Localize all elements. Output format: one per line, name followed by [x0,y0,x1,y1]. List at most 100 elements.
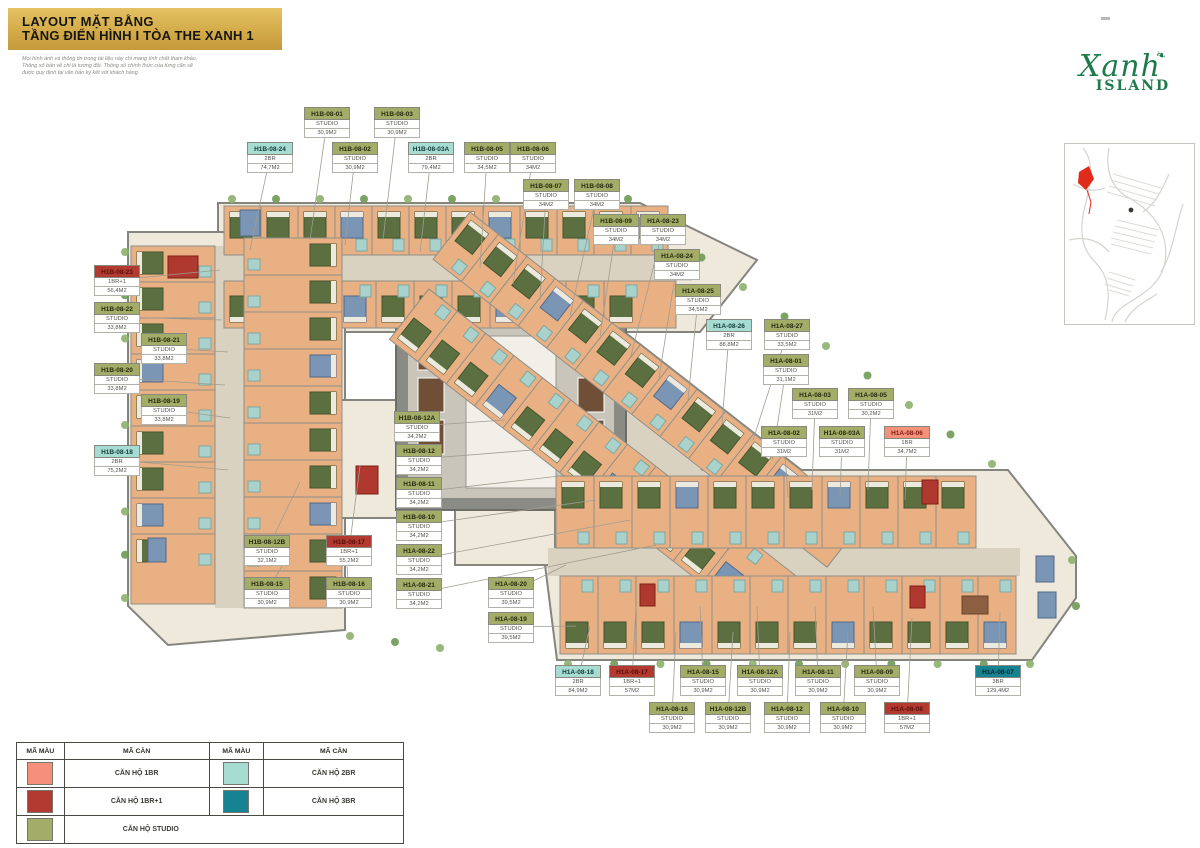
unit-code: H1A-08-26 [706,319,752,332]
unit-type: STUDIO [764,715,810,724]
unit-area: 34,2M2 [396,600,442,609]
unit-area: 31M2 [819,448,865,457]
unit-type: STUDIO [654,262,700,271]
legend-swatch-studio [27,818,54,841]
unit-code: H1A-08-03A [819,426,865,439]
unit-area: 30,9M2 [764,724,810,733]
location-map-graphic [1068,147,1184,323]
corner-mark [1101,17,1110,20]
unit-code: H1A-08-09 [854,665,900,678]
unit-type: STUDIO [819,439,865,448]
unit-type: 1BR+1 [609,678,655,687]
unit-code: H1A-08-20 [488,577,534,590]
legend-label-1br: CĂN HỘ 1BR [63,759,210,788]
unit-type: STUDIO [326,590,372,599]
unit-area: 33,8M2 [141,355,187,364]
unit-area: 75,2M2 [94,467,140,476]
unit-code: H1B-08-08 [574,179,620,192]
title-block: LAYOUT MẶT BẰNG TẦNG ĐIỂN HÌNH I TÒA THE… [8,8,282,50]
unit-code: H1B-08-23 [94,265,140,278]
unit-area: 30,9M2 [332,164,378,173]
unit-code: H1B-08-05 [464,142,510,155]
unit-code: H1A-08-24 [654,249,700,262]
page-title-line1: LAYOUT MẶT BẰNG [22,14,154,29]
unit-type: STUDIO [396,457,442,466]
unit-code: H1A-08-23 [640,214,686,227]
legend-label-1br1: CĂN HỘ 1BR+1 [63,787,210,816]
unit-area: 30,9M2 [374,129,420,138]
unit-code: H1A-08-12A [737,665,783,678]
unit-type: 2BR [706,332,752,341]
unit-type: STUDIO [396,523,442,532]
unit-area: 88,8M2 [706,341,752,350]
unit-area: 34M2 [640,236,686,245]
unit-area: 34M2 [523,201,569,210]
unit-type: 2BR [94,458,140,467]
unit-area: 55,2M2 [326,557,372,566]
unit-type: STUDIO [510,155,556,164]
unit-type: STUDIO [680,678,726,687]
unit-code: H1A-08-08 [884,702,930,715]
unit-type: STUDIO [848,401,894,410]
unit-area: 34,2M2 [396,499,442,508]
legend-swatch-3br [223,790,250,813]
legend-swatch-1br [27,762,54,785]
unit-area: 31M2 [792,410,838,419]
unit-type: STUDIO [244,548,290,557]
unit-code: H1B-08-12A [394,411,440,424]
unit-type: STUDIO [488,625,534,634]
unit-type: STUDIO [705,715,751,724]
unit-code: H1A-08-03 [792,388,838,401]
unit-area: 33,8M2 [94,324,140,333]
unit-code: H1B-08-18 [94,445,140,458]
unit-code: H1A-08-01 [763,354,809,367]
unit-type: STUDIO [488,590,534,599]
unit-area: 39,5M2 [488,634,534,643]
unit-type: STUDIO [820,715,866,724]
unit-area: 34,7M2 [884,448,930,457]
unit-code: H1B-08-10 [396,510,442,523]
unit-type: STUDIO [396,557,442,566]
disclaimer-text: Mọi hình ảnh và thông tin trong tài liệu… [22,56,198,76]
unit-type: STUDIO [94,315,140,324]
unit-code: H1B-08-12B [244,535,290,548]
unit-area: 32,1M2 [244,557,290,566]
unit-type: STUDIO [649,715,695,724]
unit-type: 1BR+1 [884,715,930,724]
legend-label-3br: CĂN HỘ 3BR [263,787,404,816]
unit-area: 33,8M2 [141,416,187,425]
unit-area: 34,5M2 [675,306,721,315]
unit-area: 74,7M2 [247,164,293,173]
unit-code: H1A-08-05 [848,388,894,401]
unit-type: STUDIO [141,407,187,416]
unit-code: H1B-08-06 [510,142,556,155]
unit-area: 34M2 [574,201,620,210]
unit-area: 34,2M2 [396,566,442,575]
unit-code: H1B-08-20 [94,363,140,376]
legend-header-color-1: MÃ MÀU [16,742,65,760]
